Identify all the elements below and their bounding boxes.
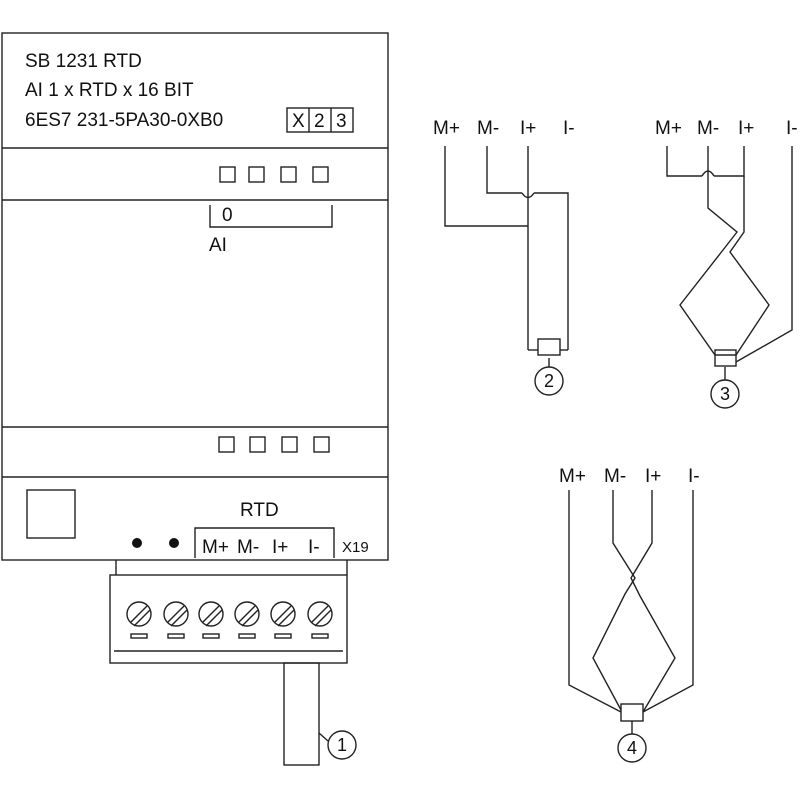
module-housing [1, 32, 389, 561]
rtd-sensor-4 [620, 703, 644, 722]
wire3-label-i-plus: I+ [738, 118, 754, 139]
channel-group-label: AI [209, 235, 227, 256]
terminal-screw [270, 601, 296, 639]
wire4-label-m-plus: M+ [559, 466, 586, 487]
terminal-cable [283, 662, 320, 766]
status-leds-bottom [218, 436, 330, 453]
terminal-screw [307, 601, 333, 639]
channel-number: 0 [222, 205, 233, 226]
terminal-screw [234, 601, 260, 639]
wire2-label-i-minus: I- [563, 118, 575, 139]
connector-label: X19 [342, 539, 369, 556]
wiring-3-wire [666, 146, 793, 367]
wire3-label-m-plus: M+ [655, 118, 682, 139]
connector-id-x: X [292, 111, 305, 132]
rtd-sensor-3 [714, 349, 737, 367]
wire3-label-m-minus: M- [697, 118, 719, 139]
terminal-screws [126, 601, 333, 639]
wiring-4-wire [568, 490, 694, 722]
wire4-label-i-minus: I- [688, 466, 700, 487]
signal-board-module [1, 32, 389, 561]
module-description: AI 1 x RTD x 16 BIT [25, 80, 194, 101]
ai-channel-bracket [209, 205, 333, 228]
callout-number-3: 3 [720, 384, 730, 404]
status-leds-top [219, 166, 329, 183]
wiring-2-wire [444, 146, 569, 356]
terminal-label-i-minus: I- [308, 537, 320, 558]
callout-number-1: 1 [337, 735, 347, 755]
terminal-dot [132, 538, 142, 548]
terminal-dot [169, 538, 179, 548]
terminal-block [109, 560, 348, 766]
terminal-screw [198, 601, 224, 639]
module-window [26, 489, 76, 539]
callout-number-2: 2 [544, 371, 554, 391]
callout-circle-1 [327, 730, 357, 760]
connector-id-2: 2 [314, 111, 325, 132]
connector-id-box [286, 107, 354, 133]
wire2-label-m-plus: M+ [433, 118, 460, 139]
wire4-label-m-minus: M- [604, 466, 626, 487]
module-title: SB 1231 RTD [25, 51, 142, 72]
wire3-label-i-minus: I- [786, 118, 798, 139]
terminal-label-m-plus: M+ [202, 537, 229, 558]
terminal-screw [126, 601, 152, 639]
terminal-label-m-minus: M- [237, 537, 259, 558]
terminal-label-i-plus: I+ [272, 537, 288, 558]
wire4-label-i-plus: I+ [645, 466, 661, 487]
terminal-header: RTD [240, 500, 279, 521]
terminal-screw [163, 601, 189, 639]
terminal-label-bracket [194, 527, 335, 558]
callout-circles [318, 358, 740, 763]
wire2-label-i-plus: I+ [520, 118, 536, 139]
rtd-sensor-2 [537, 338, 561, 356]
connector-id-3: 3 [336, 111, 347, 132]
module-order-number: 6ES7 231-5PA30-0XB0 [25, 110, 223, 131]
callout-number-4: 4 [627, 738, 637, 758]
wire2-label-m-minus: M- [477, 118, 499, 139]
